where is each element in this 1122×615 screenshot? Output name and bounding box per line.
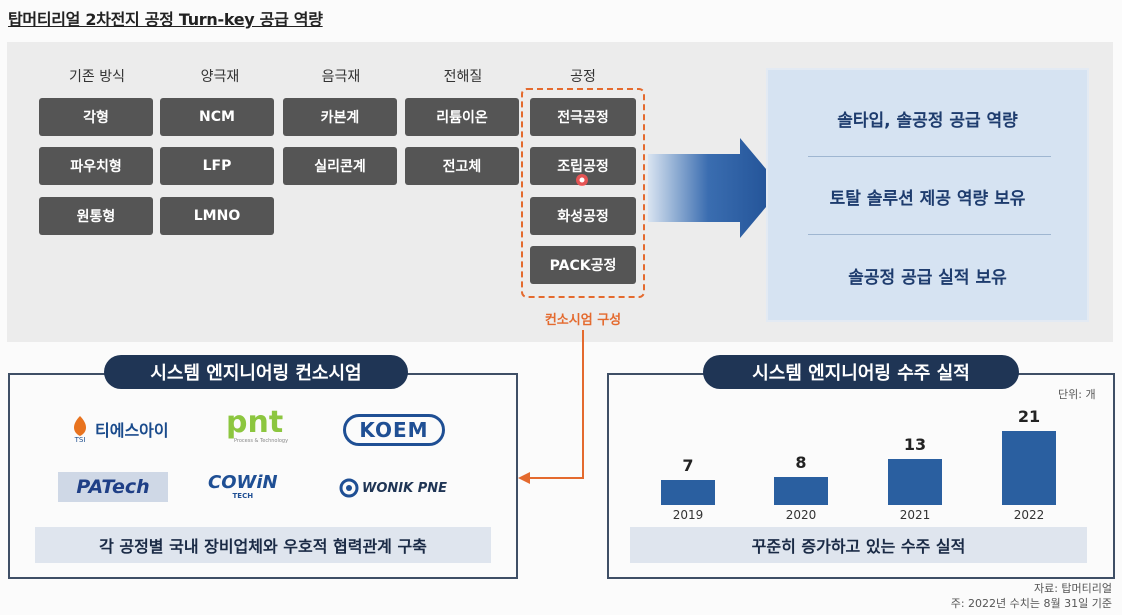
column-header-cathode: 양극재 bbox=[200, 69, 240, 85]
page-title: 탑머티리얼 2차전지 공정 Turn-key 공급 역량 bbox=[8, 10, 323, 29]
tsi-mark-icon: TSI bbox=[74, 416, 86, 444]
item-prismatic: 각형 bbox=[39, 98, 153, 136]
process-highlight-box bbox=[521, 88, 645, 298]
wonik-mark-icon bbox=[339, 478, 359, 498]
orders-footer: 꾸준히 증가하고 있는 수주 실적 bbox=[630, 527, 1087, 563]
x-tick-label: 2019 bbox=[672, 508, 704, 522]
bar-value-label: 8 bbox=[795, 453, 807, 472]
x-tick-label: 2020 bbox=[785, 508, 817, 522]
column-header-type: 기존 방식 bbox=[69, 69, 125, 85]
source-note: 자료: 탑머티리얼 bbox=[1033, 582, 1112, 595]
item-lmno: LMNO bbox=[160, 197, 274, 235]
item-pouch: 파우치형 bbox=[39, 147, 153, 185]
results-box: 솔타입, 솔공정 공급 역량 토탈 솔루션 제공 역량 보유 솔공정 공급 실적… bbox=[766, 68, 1089, 322]
item-pack-process: PACK공정 bbox=[530, 246, 636, 284]
result-item: 솔공정 공급 실적 보유 bbox=[848, 268, 1007, 288]
item-solid-state: 전고체 bbox=[405, 147, 519, 185]
consortium-label: 컨소시엄 구성 bbox=[544, 313, 622, 328]
cursor-marker-icon bbox=[576, 174, 588, 186]
bar-value-label: 21 bbox=[1017, 407, 1041, 426]
bar-value-label: 7 bbox=[682, 456, 694, 475]
koem-logo-text: KOEM bbox=[359, 418, 429, 442]
patech-logo-text: PATech bbox=[76, 476, 150, 498]
result-item: 토탈 솔루션 제공 역량 보유 bbox=[829, 189, 1026, 209]
item-ncm: NCM bbox=[160, 98, 274, 136]
item-lfp: LFP bbox=[160, 147, 274, 185]
divider bbox=[808, 156, 1051, 157]
item-silicon: 실리콘계 bbox=[283, 147, 397, 185]
patech-logo: PATech bbox=[58, 472, 168, 502]
tsi-logo-text: 티에스아이 bbox=[95, 421, 169, 440]
unit-label: 단위: 개 bbox=[1058, 388, 1096, 401]
right-arrow-icon bbox=[648, 138, 782, 238]
item-carbon: 카본계 bbox=[283, 98, 397, 136]
bar-2021 bbox=[888, 459, 942, 505]
tsi-logo: TSI 티에스아이 bbox=[68, 414, 169, 444]
svg-text:TSI: TSI bbox=[74, 436, 86, 444]
bar-2022 bbox=[1002, 431, 1056, 505]
pnt-logo-text: pnt bbox=[226, 405, 284, 440]
cowin-logo-text: COWiN bbox=[208, 472, 278, 493]
x-tick-label: 2021 bbox=[899, 508, 931, 522]
orders-bar-chart: 7 2019 8 2020 13 2021 21 2022 bbox=[630, 395, 1100, 525]
footnote: 주: 2022년 수치는 8월 31일 기준 bbox=[950, 597, 1112, 610]
koem-logo: KOEM bbox=[343, 414, 445, 446]
item-cylindrical: 원통형 bbox=[39, 197, 153, 235]
cowin-logo-sub: TECH bbox=[232, 492, 254, 500]
cowin-logo: COWiN TECH bbox=[208, 472, 278, 501]
result-item: 솔타입, 솔공정 공급 역량 bbox=[837, 111, 1018, 131]
orders-panel-title: 시스템 엔지니어링 수주 실적 bbox=[703, 355, 1019, 389]
item-electrode-process: 전극공정 bbox=[530, 98, 636, 136]
bar-2019 bbox=[661, 480, 715, 505]
divider bbox=[808, 234, 1051, 235]
x-tick-label: 2022 bbox=[1013, 508, 1045, 522]
item-formation-process: 화성공정 bbox=[530, 197, 636, 235]
bar-2020 bbox=[774, 477, 828, 505]
wonik-logo-text: WONIK PNE bbox=[362, 480, 447, 496]
consortium-connector bbox=[518, 330, 584, 484]
column-header-electrolyte: 전해질 bbox=[443, 69, 483, 85]
consortium-footer: 각 공정별 국내 장비업체와 우호적 협력관계 구축 bbox=[35, 527, 491, 563]
consortium-panel-title: 시스템 엔지니어링 컨소시엄 bbox=[104, 355, 408, 389]
wonik-logo: WONIK PNE bbox=[339, 478, 447, 498]
pnt-logo-sub: Process & Technology bbox=[234, 438, 289, 444]
column-header-anode: 음극재 bbox=[321, 69, 361, 85]
item-lithium-ion: 리튬이온 bbox=[405, 98, 519, 136]
column-header-process: 공정 bbox=[570, 69, 596, 85]
bar-value-label: 13 bbox=[903, 435, 927, 454]
pnt-logo: pnt Process & Technology bbox=[226, 405, 289, 445]
